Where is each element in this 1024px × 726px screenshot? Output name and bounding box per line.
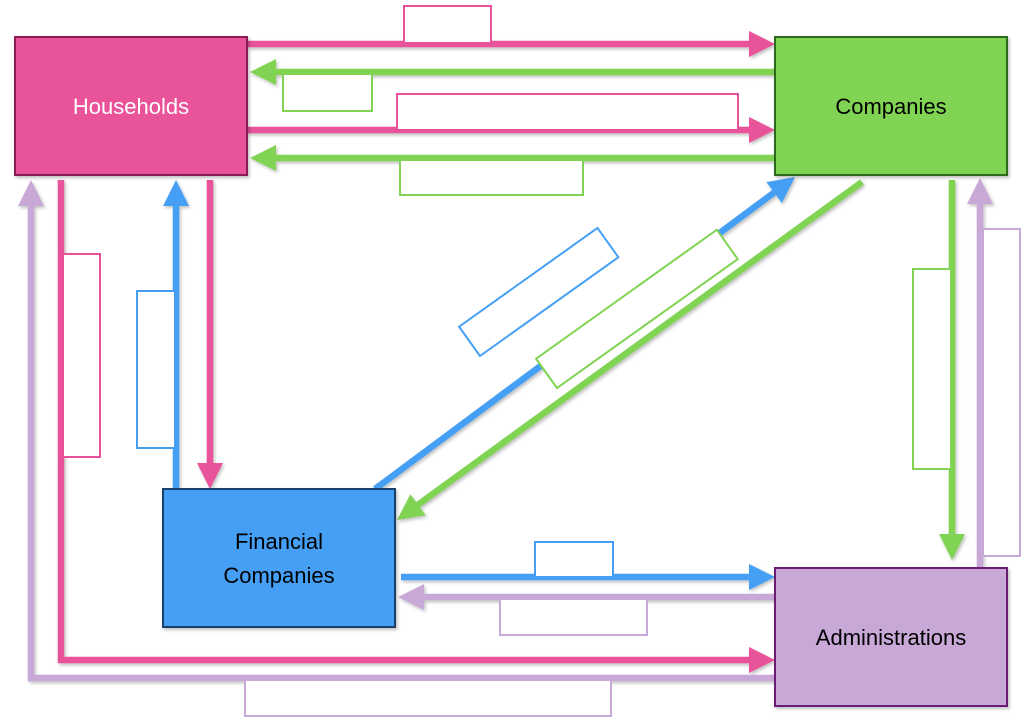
edge-companies-to-households [250,145,775,171]
edge-label-box[interactable] [534,228,740,390]
edge-label-box[interactable] [457,226,620,358]
edge-line [27,204,775,682]
edge-label-box[interactable] [534,541,614,578]
arrowhead-icon [749,647,775,673]
edge-administrations-to-households [18,180,775,682]
arrowhead-icon [749,564,775,590]
edge-administrations-to-companies [967,178,993,568]
node-box [774,567,1008,707]
edge-households-to-financial [197,180,223,489]
node-box [162,488,396,628]
edge-label-box[interactable] [403,5,492,44]
node-label: Financial [235,529,323,554]
arrowhead-icon [398,584,424,610]
edge-label-box[interactable] [282,73,373,112]
arrowhead-icon [939,534,965,560]
arrowhead-icon [397,494,426,520]
node-administrations[interactable]: Administrations [774,567,1008,707]
arrowhead-icon [163,180,189,206]
node-label: Companies [835,94,946,119]
arrowhead-icon [749,31,775,57]
arrowhead-icon [197,463,223,489]
node-label: Households [73,94,189,119]
edge-line [414,179,864,509]
edge-households-to-companies [247,31,775,57]
edge-label-box[interactable] [62,253,101,458]
edge-companies-to-households [250,59,775,85]
node-box [774,36,1008,176]
arrowhead-icon [749,117,775,143]
edge-administrations-to-financial [398,584,775,610]
edge-label-box[interactable] [499,598,648,636]
edge-label-box[interactable] [136,290,176,449]
edge-label-box[interactable] [244,679,612,717]
edge-label-box[interactable] [912,268,952,470]
node-companies[interactable]: Companies [774,36,1008,176]
arrowhead-icon [250,145,276,171]
arrowhead-icon [766,177,795,203]
arrowhead-icon [250,59,276,85]
edge-label-box[interactable] [399,159,584,196]
edge-label-box[interactable] [396,93,739,131]
node-households[interactable]: Households [14,36,248,176]
edge-households-to-administrations [57,180,775,673]
edge-companies-to-financial [397,179,864,520]
arrowhead-icon [18,180,44,206]
node-label: Administrations [816,625,966,650]
edge-label-box[interactable] [982,228,1021,557]
edge-line [57,180,751,664]
node-label: Companies [223,563,334,588]
node-box [14,36,248,176]
arrowhead-icon [967,178,993,204]
